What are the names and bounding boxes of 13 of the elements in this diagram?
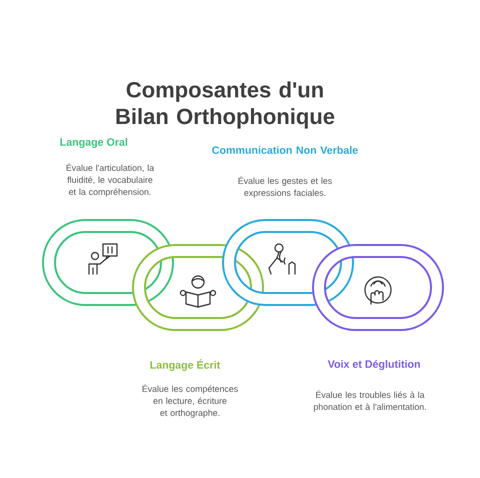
description: Évalue les troubles liés à la phonation et à l'alimentation. xyxy=(314,390,426,412)
description: Évalue les gestes et les expressions faciales. xyxy=(238,176,332,198)
chain-link xyxy=(312,244,444,331)
chain-link xyxy=(222,219,354,306)
heading: Communication Non Verbale xyxy=(212,146,358,154)
heading: Langage Oral xyxy=(60,138,128,148)
heading: Langage Écrit xyxy=(150,359,220,371)
description: Évalue l'articulation, la fluidité, le vocabulaire et la compréhension. xyxy=(66,163,154,197)
description: Évalue les compétences en lecture, écriture et orthographe. xyxy=(142,384,238,418)
title: Composantes d'un Bilan Orthophonique xyxy=(116,81,334,129)
heading: Voix et Déglutition xyxy=(328,360,420,370)
chain-link xyxy=(42,219,174,306)
chain-link xyxy=(132,244,264,331)
